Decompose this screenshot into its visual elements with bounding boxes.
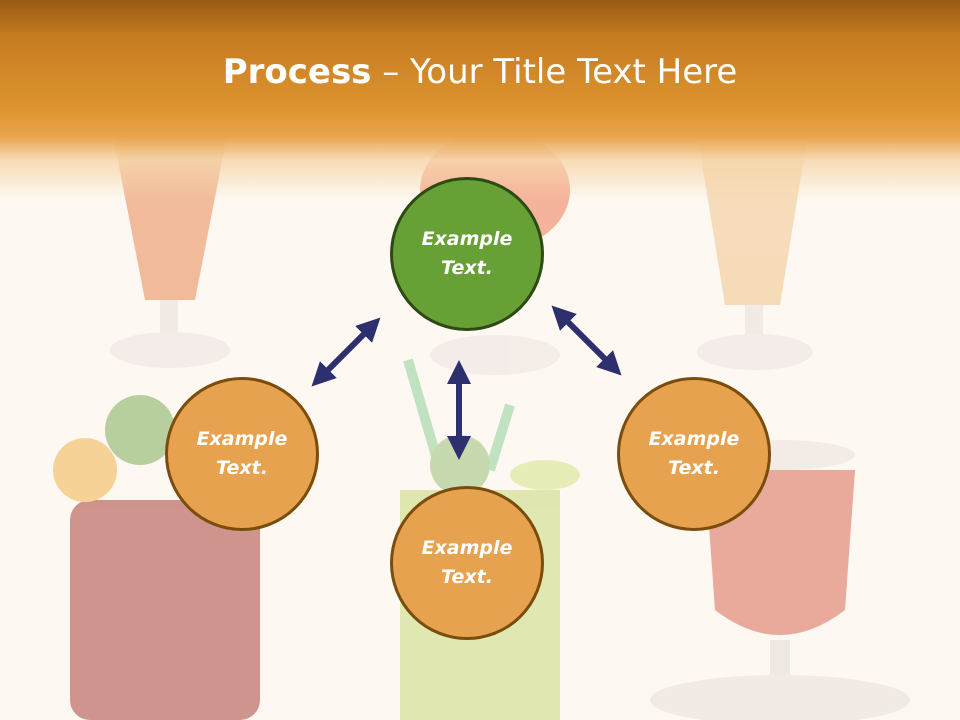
title-bold: Process: [222, 52, 372, 92]
node-right-line1: Example: [648, 428, 740, 450]
title-header-band: [0, 0, 960, 200]
node-top: Example Text.: [390, 177, 544, 331]
node-bottom-line2: Text.: [441, 566, 493, 588]
node-left: Example Text.: [165, 377, 319, 531]
title-rest: – Your Title Text Here: [371, 52, 738, 92]
node-left-line1: Example: [196, 428, 288, 450]
node-left-line2: Text.: [216, 457, 268, 479]
slide-title: Process – Your Title Text Here: [0, 52, 960, 92]
node-right-line2: Text.: [668, 457, 720, 479]
node-bottom-line1: Example: [421, 537, 513, 559]
node-top-line1: Example: [421, 228, 513, 250]
node-right: Example Text.: [617, 377, 771, 531]
node-bottom: Example Text.: [390, 486, 544, 640]
node-top-line2: Text.: [441, 257, 493, 279]
